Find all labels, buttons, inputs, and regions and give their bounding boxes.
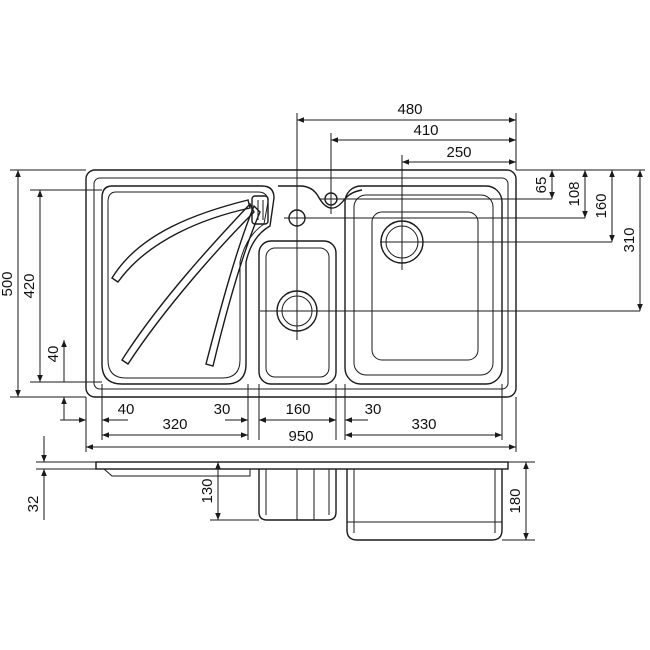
dim-108-label: 108 — [566, 181, 583, 206]
dim-250-label: 250 — [446, 144, 471, 161]
sink-inner-rim — [93, 177, 509, 390]
sink-side-view — [95, 461, 509, 541]
dim-950: 950 — [86, 428, 516, 450]
dim-32-label: 32 — [25, 496, 42, 513]
dim-160-right: 160 — [593, 170, 615, 242]
dim-180-label: 180 — [507, 488, 524, 513]
dim-40-horizontal: 40 — [60, 401, 135, 423]
dim-130: 130 — [199, 462, 221, 520]
dim-330-label: 330 — [411, 416, 436, 433]
dim-108: 108 — [566, 170, 588, 218]
dim-160-right-label: 160 — [593, 193, 610, 218]
dim-30-left-label: 30 — [214, 401, 231, 418]
dim-310-label: 310 — [621, 227, 638, 252]
dim-320-label: 320 — [162, 416, 187, 433]
bowl-rim-bridge — [278, 185, 363, 209]
dim-180: 180 — [507, 462, 529, 540]
dim-40-vertical-label: 40 — [45, 346, 62, 363]
dim-320: 320 — [102, 416, 248, 438]
dim-310: 310 — [621, 170, 643, 311]
dim-40-horizontal-label: 40 — [118, 401, 135, 418]
dim-32: 32 — [25, 436, 47, 520]
dim-410: 410 — [331, 122, 516, 143]
dim-420: 420 — [21, 190, 43, 382]
dim-160-bottom-label: 160 — [285, 401, 310, 418]
drainer-groove-2 — [121, 202, 255, 365]
dim-30-right-label: 30 — [365, 401, 382, 418]
large-bowl — [344, 185, 503, 385]
dim-40-vertical: 40 — [45, 340, 67, 420]
drainer-groove-1 — [111, 199, 251, 283]
side-rim — [95, 461, 509, 470]
sink-outline — [85, 169, 517, 398]
dim-130-label: 130 — [199, 478, 216, 503]
dim-250: 250 — [402, 144, 516, 165]
dim-160-bottom: 160 — [259, 401, 336, 423]
drainer-groove-3 — [205, 204, 261, 367]
dim-420-label: 420 — [21, 273, 38, 298]
drainer-board — [101, 185, 275, 385]
large-bowl-inner — [353, 194, 494, 376]
dim-330: 330 — [345, 416, 502, 438]
dim-410-label: 410 — [413, 122, 438, 139]
dim-500-label: 500 — [0, 271, 16, 296]
dim-480: 480 — [297, 101, 517, 170]
side-drainer — [102, 468, 251, 477]
dim-950-label: 950 — [288, 428, 313, 445]
dim-500: 500 — [0, 170, 21, 397]
overflow-slot — [251, 195, 269, 225]
side-large-bowl — [346, 469, 503, 541]
sink-top-view — [85, 113, 640, 398]
dim-65-label: 65 — [533, 177, 550, 194]
dim-65: 65 — [533, 170, 555, 199]
large-bowl-basin — [371, 211, 479, 361]
dim-30-right: 30 — [322, 401, 382, 423]
dim-30-left: 30 — [214, 401, 280, 423]
dim-480-label: 480 — [397, 101, 422, 118]
